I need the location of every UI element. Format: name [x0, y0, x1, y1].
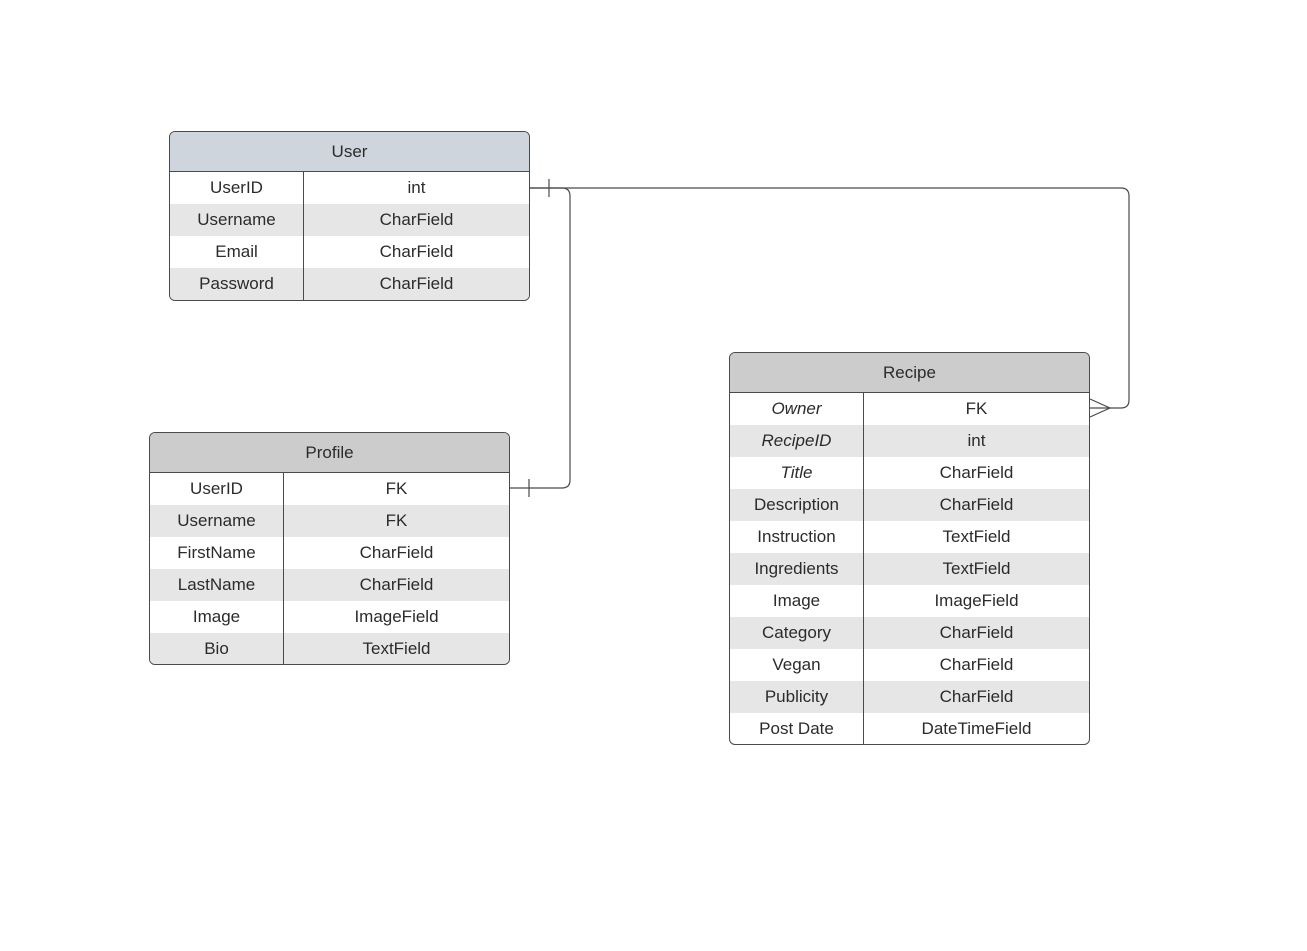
- field-type: CharField: [939, 655, 1014, 674]
- field-type: FK: [965, 399, 988, 418]
- field-type: int: [967, 431, 986, 450]
- user-recipe-connector[interactable]: [530, 187, 1130, 409]
- field-name: Title: [730, 457, 864, 489]
- field-name: Ingredients: [730, 553, 864, 585]
- recipe-entity-title: Recipe: [730, 353, 1089, 393]
- field-row[interactable]: RecipeID int: [730, 425, 1089, 457]
- field-type: TextField: [942, 559, 1011, 578]
- field-name: Publicity: [730, 681, 864, 713]
- field-name: RecipeID: [730, 425, 864, 457]
- field-row[interactable]: Username CharField: [170, 204, 529, 236]
- field-row[interactable]: Ingredients TextField: [730, 553, 1089, 585]
- field-type: CharField: [939, 463, 1014, 482]
- field-type: CharField: [939, 495, 1014, 514]
- field-row[interactable]: Publicity CharField: [730, 681, 1089, 713]
- field-row[interactable]: Category CharField: [730, 617, 1089, 649]
- field-row[interactable]: Instruction TextField: [730, 521, 1089, 553]
- recipe-many-marker: [1089, 398, 1112, 418]
- field-name: FirstName: [150, 537, 284, 569]
- field-name: UserID: [170, 172, 304, 204]
- field-type: CharField: [359, 543, 434, 562]
- field-row[interactable]: Email CharField: [170, 236, 529, 268]
- field-type: CharField: [379, 210, 454, 229]
- field-row[interactable]: LastName CharField: [150, 569, 509, 601]
- field-name: Email: [170, 236, 304, 268]
- field-row[interactable]: Image ImageField: [730, 585, 1089, 617]
- field-row[interactable]: FirstName CharField: [150, 537, 509, 569]
- field-row[interactable]: Post Date DateTimeField: [730, 713, 1089, 744]
- field-type: ImageField: [934, 591, 1019, 610]
- field-row[interactable]: Vegan CharField: [730, 649, 1089, 681]
- field-type: CharField: [939, 687, 1014, 706]
- field-name: Description: [730, 489, 864, 521]
- field-name: Bio: [150, 633, 284, 664]
- field-name: LastName: [150, 569, 284, 601]
- field-type: FK: [385, 511, 408, 530]
- field-name: Username: [150, 505, 284, 537]
- field-name: Vegan: [730, 649, 864, 681]
- field-row[interactable]: Password CharField: [170, 268, 529, 300]
- field-type: TextField: [942, 527, 1011, 546]
- field-type: CharField: [359, 575, 434, 594]
- field-name: Category: [730, 617, 864, 649]
- field-row[interactable]: Bio TextField: [150, 633, 509, 664]
- user-entity-title: User: [170, 132, 529, 172]
- field-type: int: [407, 178, 426, 197]
- field-type: TextField: [362, 639, 431, 658]
- profile-entity-title: Profile: [150, 433, 509, 473]
- field-name: Owner: [730, 393, 864, 425]
- field-type: CharField: [939, 623, 1014, 642]
- field-type: FK: [385, 479, 408, 498]
- field-type: ImageField: [354, 607, 439, 626]
- field-name: Instruction: [730, 521, 864, 553]
- field-row[interactable]: Image ImageField: [150, 601, 509, 633]
- field-row[interactable]: UserID FK: [150, 473, 509, 505]
- field-type: CharField: [379, 242, 454, 261]
- field-row[interactable]: Username FK: [150, 505, 509, 537]
- field-name: Image: [150, 601, 284, 633]
- field-name: UserID: [150, 473, 284, 505]
- field-row[interactable]: UserID int: [170, 172, 529, 204]
- field-name: Image: [730, 585, 864, 617]
- field-type: DateTimeField: [921, 719, 1032, 738]
- user-profile-connector[interactable]: [510, 187, 571, 489]
- field-row[interactable]: Title CharField: [730, 457, 1089, 489]
- field-name: Password: [170, 268, 304, 300]
- field-name: Username: [170, 204, 304, 236]
- field-row[interactable]: Owner FK: [730, 393, 1089, 425]
- field-name: Post Date: [730, 713, 864, 744]
- field-type: CharField: [379, 274, 454, 293]
- field-row[interactable]: Description CharField: [730, 489, 1089, 521]
